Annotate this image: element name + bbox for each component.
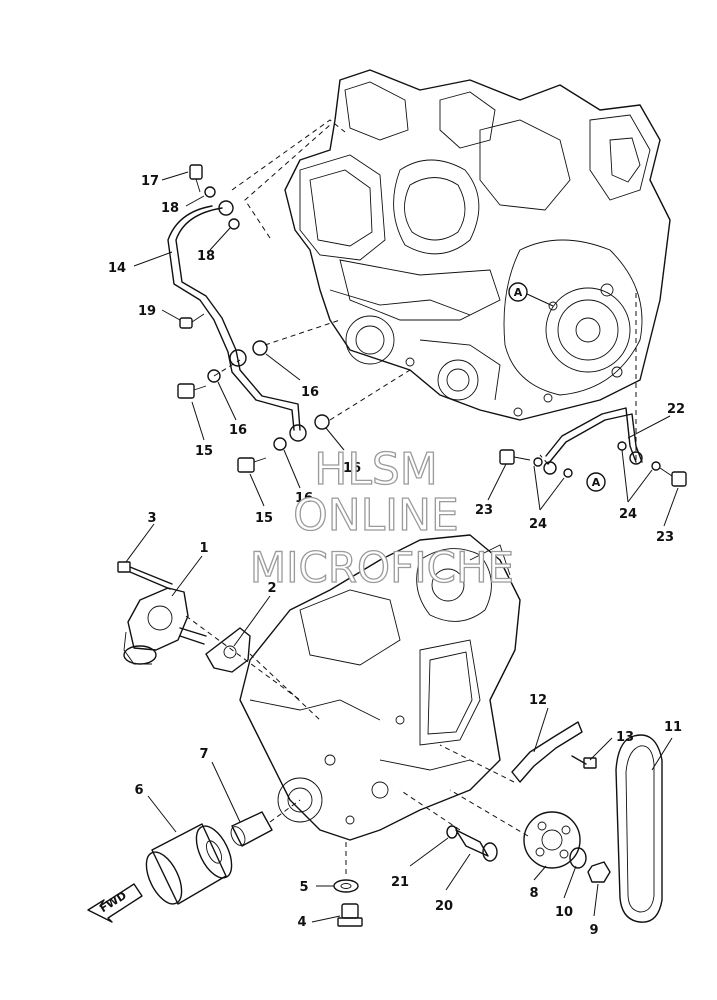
callout-17: 17 <box>141 174 159 189</box>
gasket-2 <box>205 627 251 673</box>
oil-pipe-14 <box>167 200 307 442</box>
oil-filter-6 <box>145 823 233 905</box>
callout-16: 16 <box>229 423 247 438</box>
callout-15: 15 <box>255 511 273 526</box>
upper-crankcase <box>284 69 671 421</box>
callout-23: 23 <box>475 503 493 518</box>
drain-plug-4 <box>337 903 363 927</box>
reference-letter: A <box>514 286 523 299</box>
washer-5 <box>333 879 359 893</box>
callout-16: 16 <box>343 461 361 476</box>
chain-11 <box>615 734 663 923</box>
callout-24: 24 <box>619 507 637 522</box>
callout-10: 10 <box>555 905 573 920</box>
callout-24: 24 <box>529 517 547 532</box>
bolt-13 <box>571 755 597 769</box>
callout-16: 16 <box>295 491 313 506</box>
sprocket-8 <box>523 811 581 869</box>
callout-2: 2 <box>267 581 276 596</box>
callout-1: 1 <box>199 541 208 556</box>
ring-21 <box>446 825 458 839</box>
oil-pump-1 <box>123 587 207 665</box>
callout-20: 20 <box>435 899 453 914</box>
callout-11: 11 <box>664 720 682 735</box>
callout-18: 18 <box>161 201 179 216</box>
callout-14: 14 <box>108 261 126 276</box>
watermark-line-2: ONLINE <box>293 490 459 541</box>
lower-crankcase <box>239 534 521 841</box>
chain-guide-12 <box>511 721 583 783</box>
callout-numbers: 17 18 18 14 19 15 16 16 16 16 15 22 23 2… <box>108 174 685 938</box>
callout-5: 5 <box>299 880 308 895</box>
callout-16: 16 <box>301 385 319 400</box>
fitting-7 <box>230 811 273 847</box>
callout-3: 3 <box>147 511 156 526</box>
callout-6: 6 <box>134 783 143 798</box>
assembly-lines <box>185 119 637 874</box>
watermark-line-3: MICROFICHE <box>250 543 514 592</box>
nut-9 <box>587 861 611 883</box>
callout-4: 4 <box>297 915 306 930</box>
watermark: HLSM ONLINE MICROFICHE <box>249 443 514 592</box>
leader-lines <box>125 171 679 923</box>
reference-mark-a-upper: A <box>508 282 554 307</box>
oil-pipe-22 <box>499 407 687 487</box>
watermark-line-1: HLSM <box>314 444 438 495</box>
callout-12: 12 <box>529 693 547 708</box>
callout-13: 13 <box>616 730 634 745</box>
callout-18: 18 <box>197 249 215 264</box>
hardware-upper-left <box>177 164 330 473</box>
reference-letter: A <box>592 476 601 489</box>
callout-7: 7 <box>199 747 208 762</box>
callout-21: 21 <box>391 875 409 890</box>
pin-20 <box>455 829 498 862</box>
callout-19: 19 <box>138 304 156 319</box>
callout-15: 15 <box>195 444 213 459</box>
reference-mark-a-lower: A <box>586 472 606 492</box>
callout-9: 9 <box>589 923 598 938</box>
washer-10 <box>569 847 587 869</box>
fwd-label: FWD <box>97 889 128 915</box>
fwd-direction-arrow: FWD <box>87 883 143 923</box>
bolt-3 <box>117 561 173 590</box>
callout-22: 22 <box>667 402 685 417</box>
callout-8: 8 <box>529 886 538 901</box>
callout-23: 23 <box>656 530 674 545</box>
